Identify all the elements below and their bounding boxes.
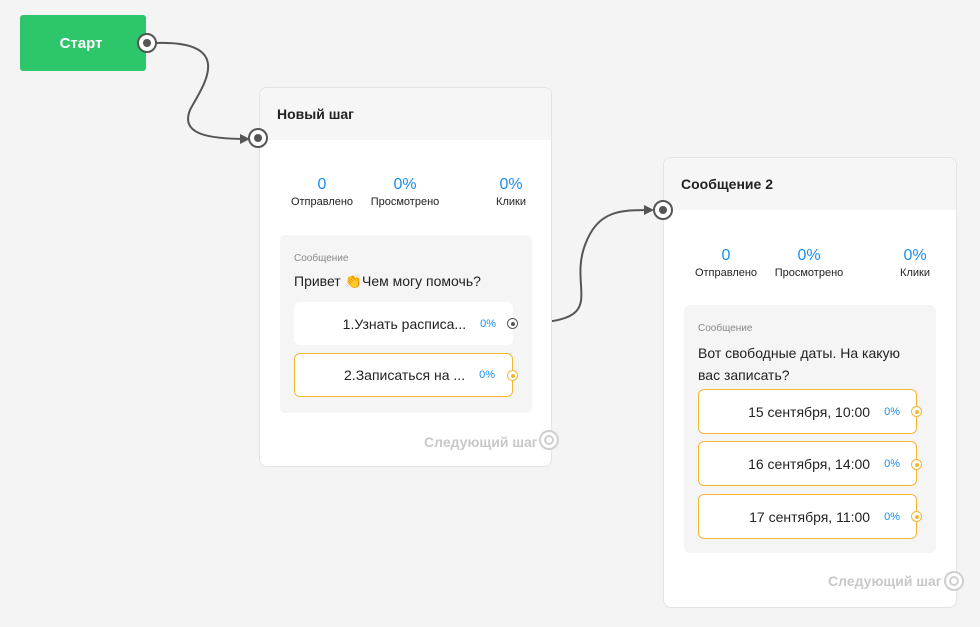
button-label: 2.Записаться на ... (344, 367, 466, 383)
message-text: Привет 👏Чем могу помочь? (294, 270, 481, 292)
button-click-percent: 0% (884, 510, 900, 523)
step1-next-step-port[interactable] (539, 430, 559, 450)
start-output-port[interactable] (137, 33, 157, 53)
button-1-output-port[interactable] (507, 318, 518, 329)
message-button-3[interactable]: 17 сентября, 11:00 0% (698, 494, 917, 539)
step2-next-step-port[interactable] (944, 571, 964, 591)
port-dot (510, 373, 515, 378)
stat-viewed: 0% Просмотрено (762, 247, 856, 280)
connection-start-to-step1 (154, 41, 249, 140)
stat-clicks-label: Клики (900, 267, 930, 279)
button-label: 15 сентября, 10:00 (748, 403, 871, 420)
stat-sent-label: Отправлено (290, 196, 354, 208)
stat-viewed-label: Просмотрено (774, 267, 844, 279)
next-step-label: Следующий шаг (424, 434, 538, 450)
message-text-line-2: вас записать? (698, 367, 790, 383)
message-label: Сообщение (698, 323, 753, 334)
next-step-label: Следующий шаг (828, 573, 942, 589)
port-dot (914, 514, 919, 519)
step2-input-port[interactable] (653, 200, 673, 220)
button-2-output-port[interactable] (507, 370, 518, 381)
message-text-end: Чем могу помочь? (362, 273, 481, 289)
stat-sent: 0 Отправлено (286, 176, 358, 209)
button-2-output-port[interactable] (911, 459, 922, 470)
clapping-hands-emoji: 👏 (344, 273, 363, 289)
port-dot (544, 435, 554, 445)
stat-sent-value: 0 (317, 176, 327, 193)
start-label: Старт (59, 34, 103, 52)
step-stats: 0 Отправлено 0% Просмотрено 0% Клики (690, 247, 951, 280)
message-button-1[interactable]: 1.Узнать расписа... 0% (294, 302, 513, 345)
message-text-line-1: Вот свободные даты. На какую (698, 345, 901, 361)
stat-sent: 0 Отправлено (690, 247, 762, 280)
button-3-output-port[interactable] (911, 511, 922, 522)
step-card-header: Новый шаг (260, 88, 551, 140)
step-stats: 0 Отправлено 0% Просмотрено 0% Клики (286, 176, 547, 209)
step-title: Новый шаг (277, 106, 355, 122)
message-button-1[interactable]: 15 сентября, 10:00 0% (698, 389, 917, 434)
button-click-percent: 0% (480, 317, 496, 330)
port-dot (659, 206, 667, 214)
stat-clicks-label: Клики (496, 196, 526, 208)
port-dot (914, 462, 919, 467)
step-card-message-2[interactable]: Сообщение 2 0 Отправлено 0% Просмотрено … (663, 157, 957, 608)
port-dot (949, 576, 959, 586)
stat-clicks-value: 0% (499, 176, 523, 193)
port-dot (914, 409, 919, 414)
step-card-header: Сообщение 2 (664, 158, 956, 210)
step-card-new-step[interactable]: Новый шаг 0 Отправлено 0% Просмотрено 0%… (259, 87, 552, 467)
message-text-start: Привет (294, 273, 345, 289)
port-dot (143, 39, 151, 47)
button-click-percent: 0% (884, 457, 900, 470)
start-node[interactable]: Старт (20, 15, 146, 71)
stat-clicks: 0% Клики (879, 247, 951, 280)
step1-input-port[interactable] (248, 128, 268, 148)
stat-viewed-value: 0% (393, 176, 417, 193)
message-button-2[interactable]: 16 сентября, 14:00 0% (698, 441, 917, 486)
button-label: 1.Узнать расписа... (342, 315, 467, 332)
button-1-output-port[interactable] (911, 406, 922, 417)
button-click-percent: 0% (884, 405, 900, 418)
button-label: 17 сентября, 11:00 (749, 508, 871, 525)
connection-arrowhead (240, 134, 250, 144)
message-label: Сообщение (294, 253, 349, 264)
stat-sent-value: 0 (721, 247, 731, 264)
stat-clicks: 0% Клики (475, 176, 547, 209)
stat-viewed-label: Просмотрено (370, 196, 440, 208)
message-button-2[interactable]: 2.Записаться на ... 0% (294, 353, 513, 397)
connection-button1-to-step2 (529, 209, 653, 324)
stat-viewed: 0% Просмотрено (358, 176, 452, 209)
message-block[interactable]: Сообщение Вот свободные даты. На какую в… (684, 305, 936, 553)
step-title: Сообщение 2 (681, 176, 773, 192)
stat-clicks-value: 0% (903, 247, 927, 264)
stat-viewed-value: 0% (797, 247, 821, 264)
stat-sent-label: Отправлено (694, 267, 758, 279)
port-dot (254, 134, 262, 142)
connection-arrowhead (644, 205, 654, 215)
message-block[interactable]: Сообщение Привет 👏Чем могу помочь? 1.Узн… (280, 235, 532, 413)
message-text: Вот свободные даты. На какую вас записат… (698, 342, 928, 386)
port-dot (510, 321, 515, 326)
button-label: 16 сентября, 14:00 (748, 455, 871, 472)
button-click-percent: 0% (479, 369, 495, 381)
